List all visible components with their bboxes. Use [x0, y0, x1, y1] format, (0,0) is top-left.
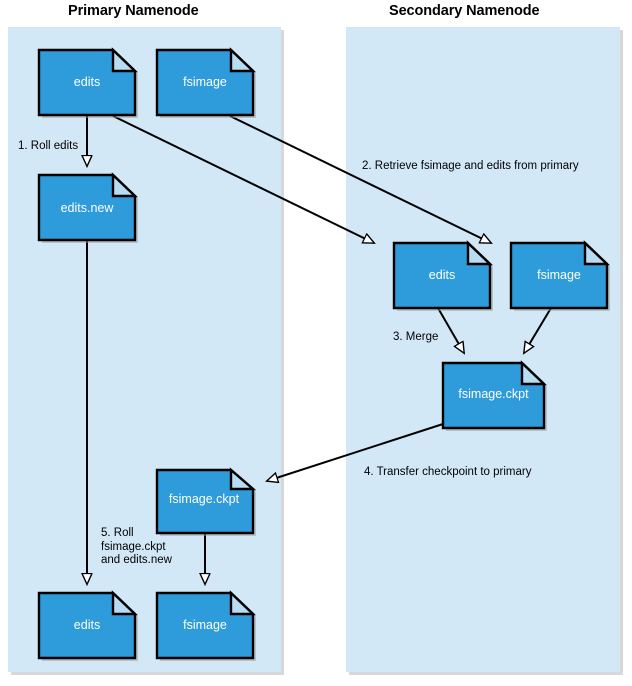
node-p-fsimage-bottom[interactable]	[155, 590, 256, 661]
node-p-fsimage-top[interactable]	[155, 47, 256, 118]
node-p-edits-top[interactable]	[37, 47, 138, 118]
arrow-retrieve-edits	[112, 115, 374, 243]
step-label-4: 4. Transfer checkpoint to primary	[364, 466, 532, 478]
panel-secondary	[346, 27, 623, 675]
step-label-2: 2. Retrieve fsimage and edits from prima…	[362, 160, 579, 172]
arrow-merge-edits	[437, 307, 464, 353]
step-label-5-line-1: 5. Roll	[101, 527, 134, 539]
step-label-5-line-2: fsimage.ckpt	[101, 540, 166, 553]
panel-title-secondary: Secondary Namenode	[389, 3, 540, 19]
step-label-3: 3. Merge	[393, 331, 439, 343]
node-s-edits[interactable]	[392, 240, 493, 311]
node-s-fsimage-ckpt[interactable]	[441, 360, 547, 431]
arrow-retrieve-fsimage	[229, 115, 491, 243]
arrow-transfer-ckpt	[267, 423, 444, 481]
node-p-fsimage-ckpt[interactable]	[155, 467, 257, 536]
node-p-edits-new[interactable]	[37, 172, 138, 243]
step-label-1: 1. Roll edits	[18, 140, 79, 152]
panel-title-primary: Primary Namenode	[68, 3, 199, 19]
panel-primary	[8, 27, 284, 675]
step-label-5-line-3: and edits.new	[101, 554, 172, 566]
arrow-merge-fsimage	[524, 307, 552, 353]
node-s-fsimage[interactable]	[509, 240, 610, 311]
node-p-edits-bottom[interactable]	[37, 590, 138, 661]
